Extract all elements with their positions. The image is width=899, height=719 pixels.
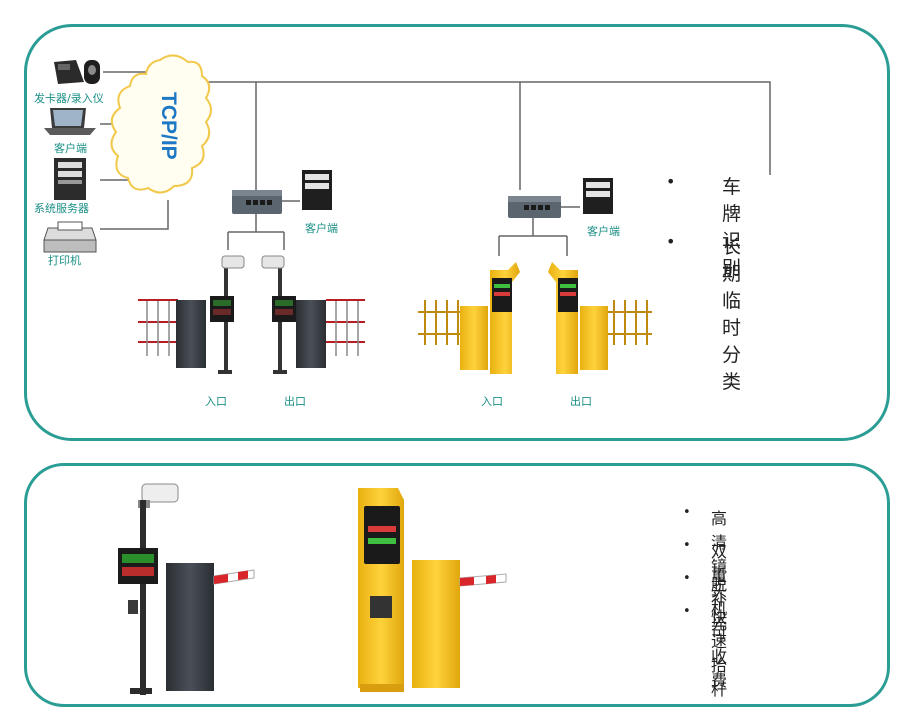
right-entrance-label: 入口 — [481, 395, 503, 408]
client-server-icon — [302, 170, 332, 210]
feature-text: 高清镜头 — [711, 509, 728, 600]
tcp-ip-label: TCP/IP — [157, 92, 180, 160]
feature-text: 车牌识别 — [722, 176, 742, 279]
printer-label: 打印机 — [48, 254, 81, 267]
feature-text: 快速抬杆 — [711, 608, 728, 699]
left-exit-label: 出口 — [284, 395, 306, 408]
bullet-dot: • — [683, 604, 691, 619]
feature-text: 双重补光 — [711, 542, 728, 633]
feature-text: 长期临时分类 — [722, 236, 742, 393]
yellow-fence-left — [418, 300, 462, 345]
client-server-icon — [583, 178, 613, 214]
card-issuer-label: 发卡器/录入仪 — [34, 92, 104, 105]
dark-barrier-gate-product — [166, 563, 255, 691]
yellow-barrier-cabinet — [460, 306, 488, 370]
bullet-dot: • — [683, 505, 691, 520]
yellow-lpr-kiosk-exit — [548, 262, 578, 374]
bullet-dot: • — [683, 538, 691, 553]
laptop-icon — [44, 108, 96, 135]
left-fence-gate — [138, 299, 178, 356]
server-icon — [54, 158, 86, 200]
left-entrance-label: 入口 — [205, 395, 227, 408]
server-label: 系统服务器 — [34, 202, 89, 215]
tcp-ip-cloud: TCP/IP — [110, 54, 212, 194]
lpr-camera-pole-exit — [261, 255, 296, 374]
yellow-lpr-kiosk-entrance — [490, 262, 520, 374]
printer-icon — [43, 221, 97, 253]
network-switch-icon — [508, 196, 561, 218]
bullet-dot: • — [666, 232, 676, 251]
barrier-gate-cabinet — [176, 300, 206, 368]
dark-lpr-camera-product — [118, 483, 179, 695]
right-exit-label: 出口 — [570, 395, 592, 408]
bullet-dot: • — [666, 172, 676, 191]
yellow-lpr-kiosk-product — [358, 488, 404, 692]
yellow-barrier-cabinet — [580, 306, 608, 370]
network-switch-icon — [232, 190, 282, 214]
bullet-dot: • — [683, 571, 691, 586]
feature-text: 脱机可收费 — [711, 575, 728, 690]
laptop-client-label: 客户端 — [54, 142, 87, 155]
card-issuer-icon — [54, 60, 100, 84]
lpr-camera-pole-entrance — [210, 255, 245, 374]
yellow-barrier-gate-product — [412, 560, 507, 688]
yellow-fence-right — [608, 300, 652, 345]
right-client-label: 客户端 — [587, 225, 620, 238]
left-client-label: 客户端 — [305, 222, 338, 235]
right-fence-gate — [326, 299, 365, 356]
barrier-gate-cabinet — [296, 300, 326, 368]
